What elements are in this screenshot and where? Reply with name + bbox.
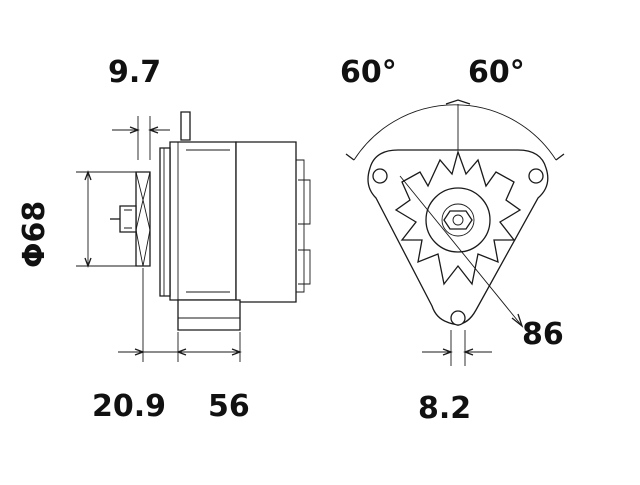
dim-20-9: 20.9 — [92, 389, 166, 424]
front-flange — [159, 147, 171, 297]
angle-arc — [353, 104, 557, 161]
bottom-mount — [177, 299, 241, 331]
mount-hole-left — [372, 168, 388, 184]
mount-hole-right — [528, 168, 544, 184]
pulley — [135, 171, 151, 267]
hub-nut — [443, 210, 473, 230]
mount-hole-bottom — [450, 310, 466, 326]
dim-angle-right: 60° — [468, 55, 525, 90]
dim-8-2: 8.2 — [418, 391, 471, 426]
front-view — [345, 99, 565, 366]
dim-86: 86 — [522, 317, 564, 352]
dim-angle-left: 60° — [340, 55, 397, 90]
dim-56: 56 — [208, 389, 250, 424]
side-view — [76, 111, 311, 362]
terminal-tab — [180, 111, 191, 141]
dim-phi-68: Φ68 — [17, 201, 52, 268]
fan-blades — [394, 149, 522, 286]
rear-housing — [235, 141, 297, 303]
dim-9-7: 9.7 — [108, 55, 161, 90]
shaft-nut — [119, 205, 137, 233]
hub-inner — [441, 203, 475, 237]
front-housing — [169, 141, 237, 301]
